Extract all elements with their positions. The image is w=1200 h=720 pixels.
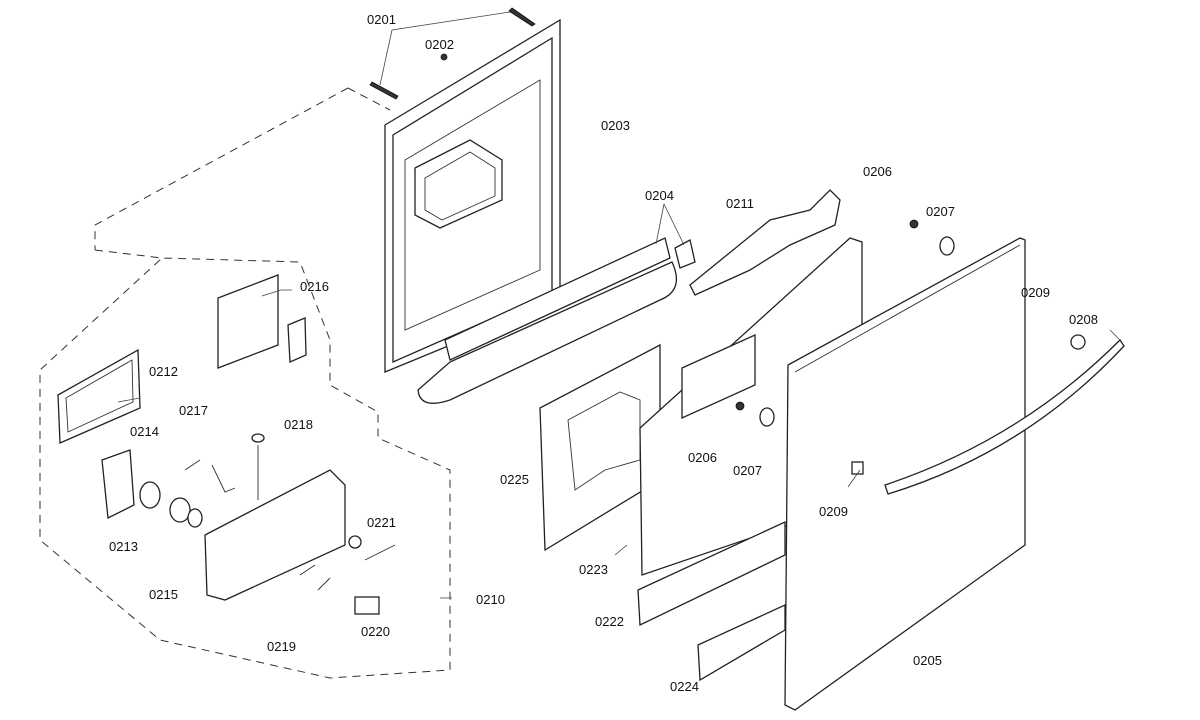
label-0225: 0225 bbox=[500, 472, 529, 487]
clip-0202 bbox=[440, 53, 448, 61]
label-0219: 0219 bbox=[267, 639, 296, 654]
label-0207-top: 0207 bbox=[926, 204, 955, 219]
hinge-0211 bbox=[689, 189, 841, 296]
label-0224: 0224 bbox=[670, 679, 699, 694]
label-0215: 0215 bbox=[149, 587, 178, 602]
assembly-0210-boundary bbox=[39, 87, 451, 679]
label-0206-top: 0206 bbox=[863, 164, 892, 179]
cover-0213 bbox=[101, 449, 135, 520]
washer-0207-mid bbox=[759, 407, 775, 427]
lever-0217 bbox=[184, 459, 236, 493]
label-0204: 0204 bbox=[645, 188, 674, 203]
nozzle-0215 bbox=[169, 497, 203, 528]
label-0223: 0223 bbox=[579, 562, 608, 577]
label-0222: 0222 bbox=[595, 614, 624, 629]
label-0203: 0203 bbox=[601, 118, 630, 133]
label-0218: 0218 bbox=[284, 417, 313, 432]
rod-0218 bbox=[251, 433, 265, 500]
filter-0216 bbox=[217, 274, 307, 369]
cap-0209-door bbox=[851, 461, 864, 475]
label-0207-mid: 0207 bbox=[733, 463, 762, 478]
frame-0212 bbox=[57, 348, 141, 444]
actuator-0220 bbox=[354, 596, 380, 615]
label-0202: 0202 bbox=[425, 37, 454, 52]
label-0201: 0201 bbox=[367, 12, 396, 27]
label-0209-top: 0209 bbox=[1021, 285, 1050, 300]
label-0206-mid: 0206 bbox=[688, 450, 717, 465]
label-0209-door: 0209 bbox=[819, 504, 848, 519]
part-0224 bbox=[697, 603, 786, 682]
panel-0222 bbox=[637, 520, 786, 627]
dispenser-body-0210 bbox=[204, 469, 346, 601]
label-0221: 0221 bbox=[367, 515, 396, 530]
parts-0219 bbox=[299, 564, 331, 591]
inner-door-0203 bbox=[384, 18, 561, 373]
parts-0221 bbox=[348, 535, 396, 561]
washer-0207-top bbox=[939, 236, 955, 256]
label-0217: 0217 bbox=[179, 403, 208, 418]
label-0208: 0208 bbox=[1069, 312, 1098, 327]
label-0212: 0212 bbox=[149, 364, 178, 379]
outer-door-0205 bbox=[784, 237, 1026, 711]
label-0220: 0220 bbox=[361, 624, 390, 639]
screw-0201-left bbox=[369, 81, 399, 100]
label-0214: 0214 bbox=[130, 424, 159, 439]
screw-0201-top bbox=[508, 7, 536, 27]
label-0211: 0211 bbox=[726, 196, 754, 211]
screw-0206-top bbox=[909, 219, 919, 229]
rail-0204 bbox=[417, 237, 696, 404]
screw-0206-mid bbox=[735, 401, 745, 411]
label-0210: 0210 bbox=[476, 592, 505, 607]
label-0216: 0216 bbox=[300, 279, 329, 294]
handle-0208 bbox=[884, 338, 1125, 495]
cap-0209-top bbox=[1070, 334, 1086, 350]
assembly-0210-link bbox=[347, 87, 391, 111]
label-0205: 0205 bbox=[913, 653, 942, 668]
label-0213: 0213 bbox=[109, 539, 138, 554]
ring-0214 bbox=[139, 481, 161, 509]
